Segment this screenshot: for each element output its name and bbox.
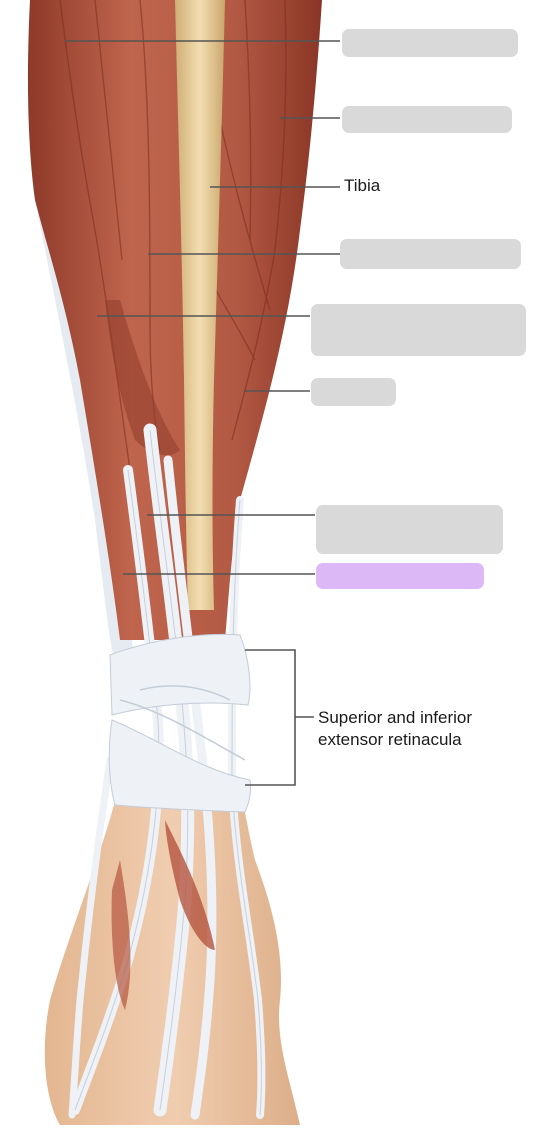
retinacula-label: Superior and inferior extensor retinacul… [318,707,538,751]
answer-box-7-highlighted[interactable] [316,563,484,589]
answer-box-5[interactable] [311,378,396,406]
answer-box-1[interactable] [342,29,518,57]
leg-muscles [27,0,322,640]
answer-box-3[interactable] [340,239,521,269]
retinacula-label-line-2: extensor retinacula [318,730,462,749]
tibia-label: Tibia [344,176,381,195]
answer-box-6[interactable] [316,505,503,554]
foot [44,790,300,1125]
retinacula-label-line-1: Superior and inferior [318,708,473,727]
inferior-retinaculum [108,719,251,813]
answer-box-4[interactable] [311,304,526,356]
superior-retinaculum [109,633,251,716]
answer-box-2[interactable] [342,106,512,133]
tibia-bone [175,0,225,610]
